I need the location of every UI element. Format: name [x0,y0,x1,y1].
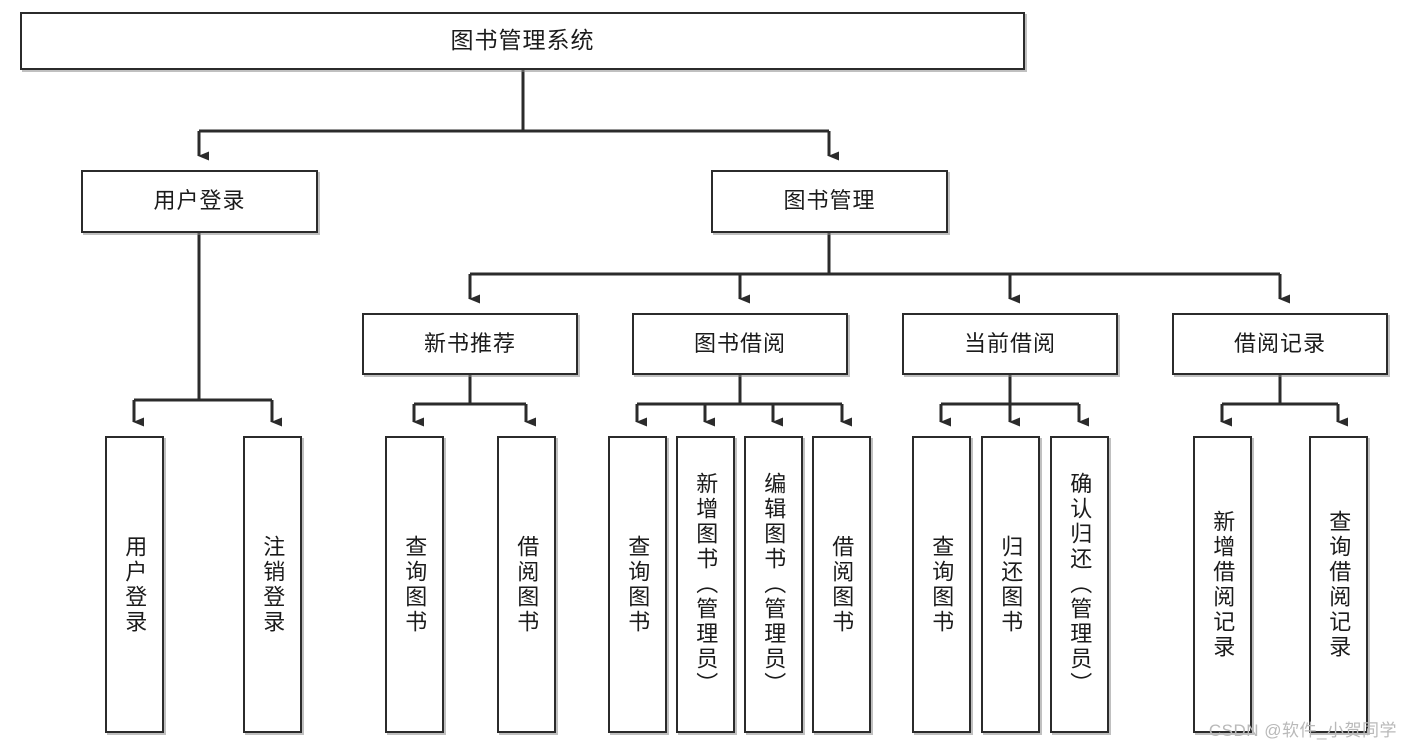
node-label: 用户登录 [122,534,148,635]
node-label: 图书借阅 [693,330,786,356]
node-borrow-record[interactable]: 借阅记录 [1172,313,1388,375]
node-label: 编辑图书（管理员） [761,472,787,697]
node-label: 查询图书 [929,534,955,635]
node-label: 图书管理系统 [450,27,595,54]
node-leaf-query-book-current[interactable]: 查询图书 [912,436,971,733]
node-leaf-user-login[interactable]: 用户登录 [105,436,164,733]
node-label: 注销登录 [260,534,286,635]
node-book-management[interactable]: 图书管理 [711,170,948,233]
node-new-book-recommend[interactable]: 新书推荐 [362,313,578,375]
node-label: 借阅图书 [514,534,540,635]
node-label: 当前借阅 [963,330,1056,356]
node-leaf-query-borrow-record[interactable]: 查询借阅记录 [1309,436,1368,733]
node-leaf-confirm-return-admin[interactable]: 确认归还（管理员） [1050,436,1109,733]
node-label: 新增图书（管理员） [693,472,719,697]
node-leaf-borrow-book-recommend[interactable]: 借阅图书 [497,436,556,733]
node-leaf-return-book[interactable]: 归还图书 [981,436,1040,733]
node-leaf-logout[interactable]: 注销登录 [243,436,302,733]
node-root-system[interactable]: 图书管理系统 [20,12,1025,70]
node-book-borrow[interactable]: 图书借阅 [632,313,848,375]
node-label: 归还图书 [998,534,1024,635]
node-leaf-edit-book-admin[interactable]: 编辑图书（管理员） [744,436,803,733]
node-label: 查询借阅记录 [1326,509,1352,660]
node-label: 借阅记录 [1233,330,1326,356]
node-label: 新增借阅记录 [1210,509,1236,660]
node-leaf-add-book-admin[interactable]: 新增图书（管理员） [676,436,735,733]
node-label: 新书推荐 [423,330,516,356]
node-leaf-add-borrow-record[interactable]: 新增借阅记录 [1193,436,1252,733]
node-label: 借阅图书 [829,534,855,635]
node-label: 用户登录 [153,188,246,214]
node-label: 查询图书 [625,534,651,635]
node-leaf-borrow-book[interactable]: 借阅图书 [812,436,871,733]
node-leaf-query-book-borrow[interactable]: 查询图书 [608,436,667,733]
node-label: 确认归还（管理员） [1067,472,1093,697]
node-leaf-query-book-recommend[interactable]: 查询图书 [385,436,444,733]
node-label: 图书管理 [783,188,876,214]
node-current-borrow[interactable]: 当前借阅 [902,313,1118,375]
node-user-login[interactable]: 用户登录 [81,170,318,233]
node-label: 查询图书 [402,534,428,635]
